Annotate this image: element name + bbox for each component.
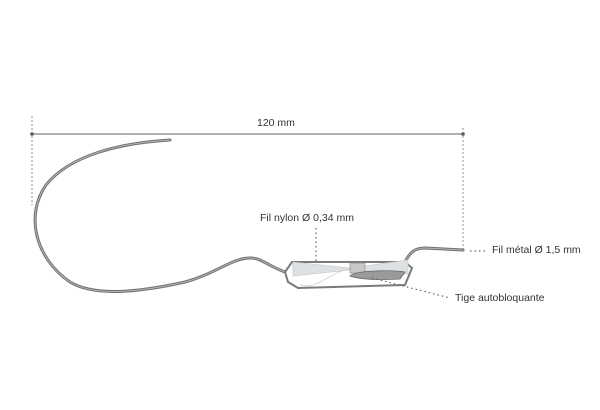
rod-callout-label: Tige autobloquante [455,292,545,304]
dimension-line [30,116,465,250]
callout-leaders [315,228,488,299]
dimension-label: 120 mm [257,117,295,129]
metal-wire-hook [33,138,465,293]
locking-rod [349,270,406,280]
nylon-callout-label: Fil nylon Ø 0,34 mm [260,212,354,224]
metal-callout-label: Fil métal Ø 1,5 mm [492,244,581,256]
